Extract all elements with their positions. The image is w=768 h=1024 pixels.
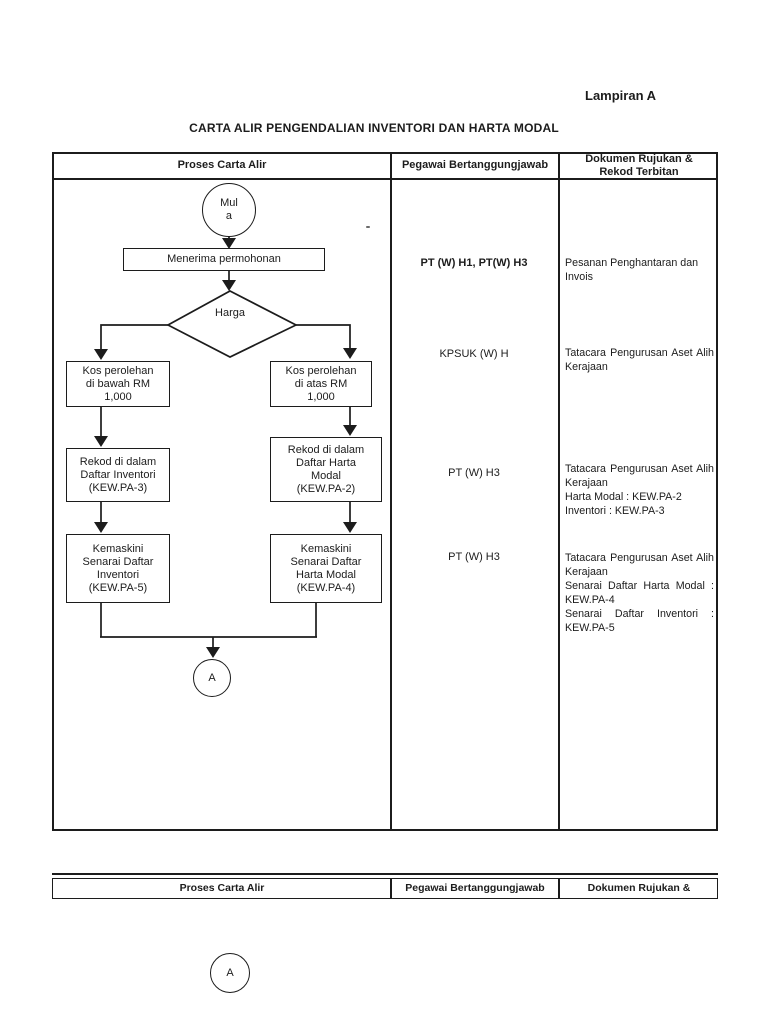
scan-artifact-dot	[366, 226, 370, 228]
flowchart-box-update-inventory: Kemaskini Senarai Daftar Inventori (KEW.…	[66, 534, 170, 603]
document-ref-paragraph: Tatacara Pengurusan Aset Alih Kerajaan	[565, 552, 714, 578]
flowchart-connector-a: A	[193, 659, 231, 697]
flowchart-box-cost-above: Kos perolehan di atas RM 1,000	[270, 361, 372, 407]
flowchart-box-cost-below: Kos perolehan di bawah RM 1,000	[66, 361, 170, 407]
document-ref-paragraph: Pesanan Penghantaran dan Invois	[565, 257, 699, 283]
document-ref-paragraph: Harta Modal : KEW.PA-2	[565, 491, 682, 503]
next-column-divider-1	[390, 878, 392, 899]
document-ref-paragraph: Inventori : KEW.PA-3	[565, 505, 665, 517]
document-ref-paragraph: Tatacara Pengurusan Aset Alih Kerajaan	[565, 347, 714, 373]
flowchart-table-border	[52, 152, 718, 831]
document-ref-paragraph: Tatacara Pengurusan Aset Alih Kerajaan	[565, 463, 714, 489]
flowchart-decision-label: Harga	[215, 307, 245, 319]
column-header-process: Proses Carta Alir	[177, 159, 267, 171]
next-page-connector-a: A	[210, 953, 250, 993]
next-table-top-rule	[52, 873, 718, 875]
column-header-documents: Dokumen Rujukan & Rekod Terbitan	[585, 153, 693, 178]
column-divider-1	[390, 152, 392, 831]
next-column-header-process: Proses Carta Alir	[179, 882, 265, 894]
column-header-officer: Pegawai Bertanggungjawab	[401, 159, 549, 171]
appendix-label: Lampiran A	[585, 88, 657, 103]
officer-entry-2: KPSUK (W) H	[439, 348, 509, 360]
flowchart-box-record-inventory: Rekod di dalam Daftar Inventori (KEW.PA-…	[66, 448, 170, 502]
document-ref-paragraph: Senarai Daftar Inventori : KEW.PA-5	[565, 608, 714, 634]
page-title: CARTA ALIR PENGENDALIAN INVENTORI DAN HA…	[189, 121, 559, 135]
next-table-header-row	[52, 878, 718, 899]
flowchart-start-node: Mul a	[202, 183, 256, 237]
officer-entry-4: PT (W) H3	[448, 551, 500, 563]
flowchart-box-update-asset: Kemaskini Senarai Daftar Harta Modal (KE…	[270, 534, 382, 603]
officer-entry-3: PT (W) H3	[448, 467, 500, 479]
flowchart-box-record-asset: Rekod di dalam Daftar Harta Modal (KEW.P…	[270, 437, 382, 502]
officer-entry-1: PT (W) H1, PT(W) H3	[420, 257, 528, 269]
document-ref-entry-2: Tatacara Pengurusan Aset Alih Kerajaan	[565, 346, 714, 374]
document-ref-entry-1: Pesanan Penghantaran dan Invois	[565, 256, 714, 284]
next-column-header-officer: Pegawai Bertanggungjawab	[405, 882, 545, 894]
next-column-divider-2	[558, 878, 560, 899]
table-header-row	[52, 152, 718, 180]
column-divider-2	[558, 152, 560, 831]
flowchart-step-receive: Menerima permohonan	[123, 248, 325, 271]
next-column-header-documents: Dokumen Rujukan &	[587, 882, 691, 894]
document-ref-paragraph: Senarai Daftar Harta Modal : KEW.PA-4	[565, 580, 714, 606]
